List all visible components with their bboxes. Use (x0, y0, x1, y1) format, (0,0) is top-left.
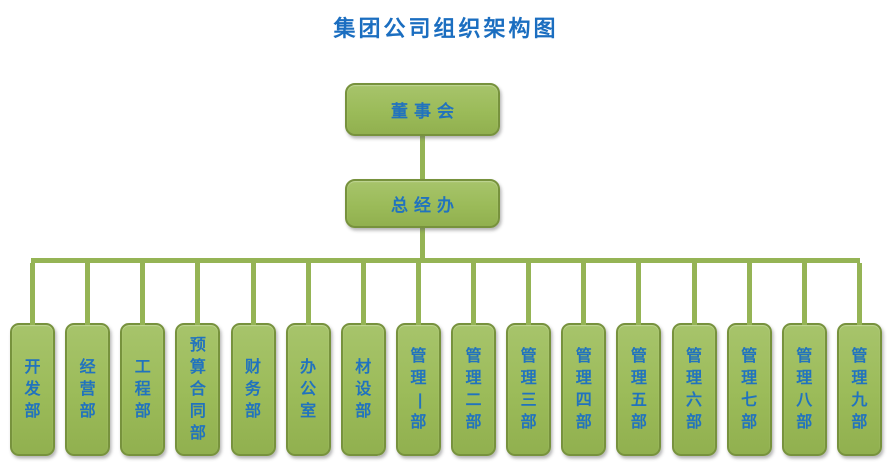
org-node-department[interactable]: 管理三部 (506, 263, 552, 456)
department-label: 材设部 (355, 358, 372, 420)
org-node-department[interactable]: 材设部 (340, 263, 386, 456)
chart-title: 集团公司组织架构图 (333, 16, 559, 41)
department-label: 办公室 (300, 358, 317, 420)
org-node-board-label: 董事会 (391, 102, 460, 121)
department-label: 管理二部 (465, 347, 482, 431)
org-node-department[interactable]: 管理九部 (836, 263, 882, 456)
department-label: 管理六部 (685, 347, 702, 431)
connector-rail (31, 258, 860, 263)
org-node-department[interactable]: 管理六部 (671, 263, 717, 456)
connector-gm-to-rail (420, 226, 425, 259)
connector-board-to-gm (420, 135, 425, 180)
department-label: 管理四部 (575, 347, 592, 431)
org-node-department[interactable]: 开发部 (10, 263, 55, 456)
department-label: 财务部 (244, 358, 261, 420)
department-label: 管理五部 (630, 347, 647, 431)
department-label: 工程部 (134, 358, 151, 420)
department-label: 管理七部 (741, 347, 758, 431)
org-node-department[interactable]: 管理二部 (451, 263, 496, 456)
department-label: 开发部 (24, 358, 41, 420)
org-node-gm-office-label: 总经办 (391, 196, 460, 215)
org-node-gm-office[interactable]: 总经办 (345, 179, 500, 228)
org-node-department[interactable]: 工程部 (120, 263, 166, 456)
department-row: 开发部 经营部 工程部 预算合同部 财务部 办公室 材设部 管理一部 管理二部 管理三部 管理四部 管… (10, 263, 882, 456)
org-node-department[interactable]: 经营部 (65, 263, 111, 456)
org-node-department[interactable]: 办公室 (285, 263, 331, 456)
org-node-department[interactable]: 管理一部 (395, 263, 441, 456)
org-node-department[interactable]: 管理八部 (781, 263, 827, 456)
department-label: 管理九部 (851, 347, 868, 431)
department-label: 预算合同部 (189, 336, 206, 442)
org-node-department[interactable]: 管理四部 (561, 263, 607, 456)
org-node-board[interactable]: 董事会 (345, 83, 500, 136)
department-label: 管理一部 (410, 347, 428, 431)
department-label: 经营部 (79, 358, 96, 420)
org-node-department[interactable]: 预算合同部 (175, 263, 221, 456)
department-label: 管理三部 (520, 347, 537, 431)
org-node-department[interactable]: 财务部 (230, 263, 276, 456)
org-node-department[interactable]: 管理七部 (726, 263, 772, 456)
department-label: 管理八部 (796, 347, 813, 431)
org-node-department[interactable]: 管理五部 (616, 263, 662, 456)
